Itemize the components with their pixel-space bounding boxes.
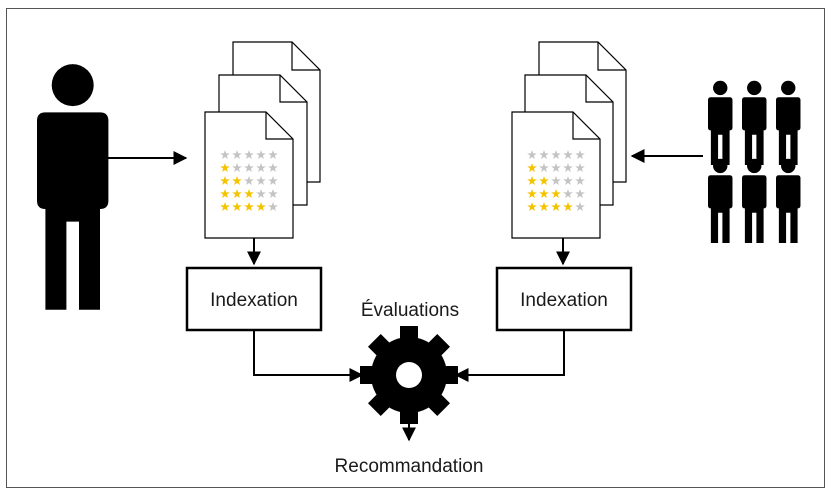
indexation-box-left	[185, 266, 323, 332]
connector-right-to-engine	[454, 330, 565, 382]
evaluations-label: Évaluations	[361, 300, 459, 321]
indexation-label-left: Indexation	[210, 290, 298, 311]
user-group-icon	[708, 80, 801, 243]
gear-icon	[360, 326, 458, 424]
diagram-frame	[6, 8, 825, 488]
indexation-box-right	[495, 266, 633, 332]
connector-left-to-engine	[253, 330, 364, 382]
indexation-label-right: Indexation	[520, 290, 608, 311]
single-user-icon	[37, 64, 109, 310]
recommendation-label: Recommandation	[335, 456, 484, 477]
